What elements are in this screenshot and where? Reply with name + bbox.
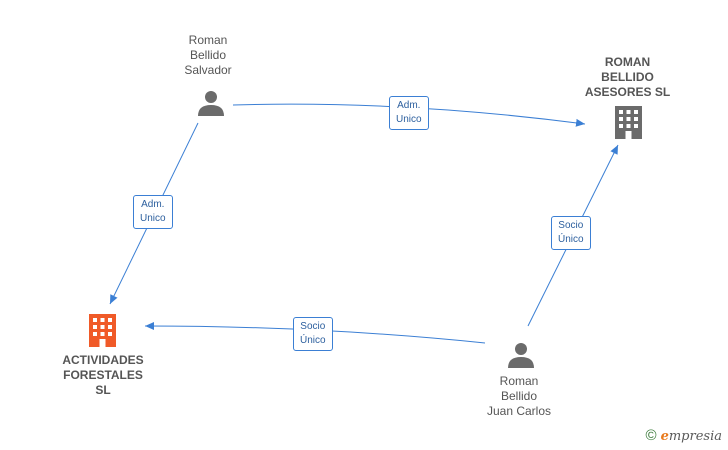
copyright-icon: © xyxy=(645,427,657,444)
node-label-juan-carlos[interactable]: Roman Bellido Juan Carlos xyxy=(486,374,552,418)
building-icon-highlighted[interactable] xyxy=(89,314,116,347)
edge-label-socio-unico: Socio Único xyxy=(551,216,591,250)
brand-logo: empresia xyxy=(660,428,722,444)
edge-label-adm-unico: Adm. Unico xyxy=(133,195,173,229)
edge-label-adm-unico: Adm. Unico xyxy=(389,96,429,130)
node-label-salvador[interactable]: Roman Bellido Salvador xyxy=(184,33,232,77)
person-icon[interactable] xyxy=(198,91,224,116)
node-label-actividades[interactable]: ACTIVIDADES FORESTALES SL xyxy=(62,353,144,397)
edge-label-socio-unico: Socio Único xyxy=(293,317,333,351)
building-icon[interactable] xyxy=(615,106,642,139)
brand-watermark: © empresia xyxy=(646,427,722,444)
person-icon[interactable] xyxy=(508,343,534,368)
node-label-asesores[interactable]: ROMAN BELLIDO ASESORES SL xyxy=(584,55,671,99)
